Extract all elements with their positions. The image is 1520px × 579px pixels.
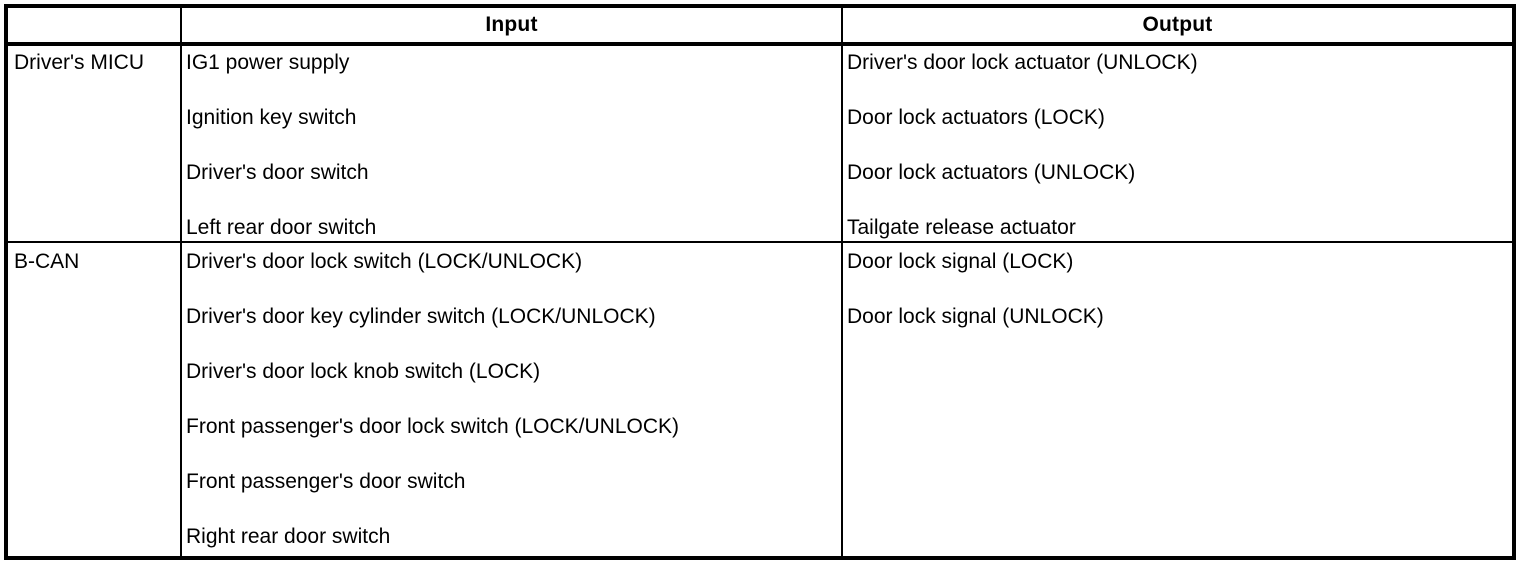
list-item: Driver's door key cylinder switch (LOCK/… (186, 305, 656, 328)
list-item: Tailgate release actuator (847, 216, 1076, 239)
section-label-bcan: B-CAN (14, 249, 180, 275)
list-item: IG1 power supply (186, 51, 350, 74)
column-divider-label-input (180, 8, 182, 556)
list-item: Front passenger's door lock switch (LOCK… (186, 415, 680, 438)
list-item: Driver's door switch (186, 161, 369, 184)
list-item: Right rear door switch (186, 525, 391, 548)
list-item: Door lock signal (UNLOCK) (847, 305, 1104, 328)
column-divider-input-output (841, 8, 843, 556)
list-item: Driver's door lock knob switch (LOCK) (186, 360, 541, 383)
section-outputs-bcan: Door lock signal (LOCK) Door lock signal… (847, 249, 1510, 359)
section-label-text: B-CAN (14, 250, 80, 273)
section-label-text: Driver's MICU (14, 51, 144, 74)
section-outputs-micu: Driver's door lock actuator (UNLOCK) Doo… (847, 50, 1510, 270)
list-item: Front passenger's door switch (186, 470, 466, 493)
column-header-output: Output (1142, 13, 1213, 36)
list-item: Left rear door switch (186, 216, 377, 239)
section-label-micu: Driver's MICU (14, 50, 180, 76)
section-inputs-bcan: Driver's door lock switch (LOCK/UNLOCK) … (186, 249, 839, 579)
list-item: Door lock actuators (LOCK) (847, 106, 1105, 129)
header-rule (8, 42, 1512, 46)
section-divider-rule (8, 241, 1512, 243)
list-item: Driver's door lock actuator (UNLOCK) (847, 51, 1198, 74)
section-inputs-micu: IG1 power supply Ignition key switch Dri… (186, 50, 839, 270)
list-item: Ignition key switch (186, 106, 357, 129)
input-output-table: Input Output Driver's MICU IG1 power sup… (4, 4, 1516, 560)
column-header-input: Input (485, 13, 538, 36)
table-header-row: Input Output (8, 8, 1512, 42)
list-item: Door lock signal (LOCK) (847, 250, 1074, 273)
table-grid: Input Output Driver's MICU IG1 power sup… (8, 8, 1512, 556)
list-item: Driver's door lock switch (LOCK/UNLOCK) (186, 250, 583, 273)
list-item: Door lock actuators (UNLOCK) (847, 161, 1136, 184)
